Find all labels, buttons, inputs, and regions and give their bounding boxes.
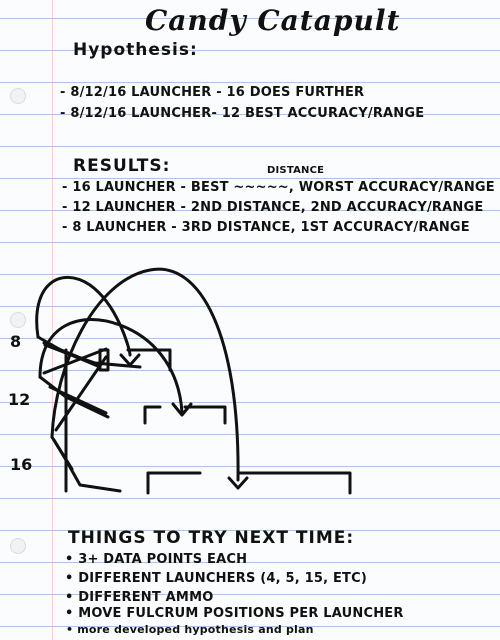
launcher-label-8: 8 — [10, 332, 21, 351]
ruled-line — [0, 274, 500, 275]
cross-line-3 — [54, 355, 108, 432]
ruled-line — [0, 370, 500, 371]
ruled-line — [0, 562, 500, 563]
next-time-item: • DIFFERENT LAUNCHERS (4, 5, 15, ETC) — [65, 571, 367, 586]
results-inserted-word: DISTANCE — [267, 165, 325, 176]
ruled-line — [0, 498, 500, 499]
results-heading: RESULTS: — [73, 156, 171, 176]
launcher-label-12: 12 — [8, 390, 30, 409]
next-time-item: • more developed hypothesis and plan — [66, 623, 314, 636]
page-title: Candy Catapult — [145, 4, 401, 37]
launcher-16-base — [50, 435, 122, 493]
arrow-16 — [227, 476, 249, 490]
ruled-line — [0, 114, 500, 115]
ruled-line — [0, 434, 500, 435]
punch-hole — [10, 538, 26, 554]
next-time-item: • MOVE FULCRUM POSITIONS PER LAUNCHER — [65, 606, 404, 621]
ruled-line — [0, 146, 500, 147]
margin-line — [52, 0, 53, 640]
next-time-item: • DIFFERENT AMMO — [65, 590, 214, 605]
ruled-line — [0, 82, 500, 83]
ruled-line — [0, 594, 500, 595]
arrow-12 — [171, 402, 193, 417]
cross-line-2 — [42, 347, 108, 375]
next-time-heading: THINGS TO TRY NEXT TIME: — [68, 528, 355, 548]
cross-line-1 — [42, 341, 100, 367]
ruled-line — [0, 210, 500, 211]
trajectory-16 — [50, 267, 240, 482]
target-12 — [143, 405, 227, 425]
punch-hole — [10, 88, 26, 104]
ruled-line — [0, 18, 500, 19]
trajectory-8 — [35, 275, 132, 357]
results-line: - 8 LAUNCHER - 3RD DISTANCE, 1ST ACCURAC… — [62, 220, 470, 235]
ruled-line — [0, 466, 500, 467]
hypothesis-line: - 8/12/16 LAUNCHER- 12 BEST ACCURACY/RAN… — [60, 106, 425, 121]
ruled-line — [0, 402, 500, 403]
ruled-line — [0, 306, 500, 307]
punch-hole — [10, 312, 26, 328]
hypothesis-line: - 8/12/16 LAUNCHER - 16 DOES FURTHER — [60, 85, 365, 100]
ruled-line — [0, 242, 500, 243]
launcher-label-16: 16 — [10, 455, 32, 474]
ruled-line — [0, 50, 500, 51]
ruled-line — [0, 530, 500, 531]
arrow-8 — [119, 353, 141, 367]
trajectory-12 — [38, 317, 184, 415]
results-line: - 16 LAUNCHER - BEST ~~~~~, WORST ACCURA… — [62, 180, 495, 195]
ruled-line — [0, 338, 500, 339]
target-16 — [146, 471, 352, 495]
launcher-16-arm — [52, 438, 74, 471]
results-line: - 12 LAUNCHER - 2ND DISTANCE, 2ND ACCURA… — [62, 200, 484, 215]
catapult-diagram: 8 12 16 — [8, 267, 352, 495]
ruled-line — [0, 178, 500, 179]
next-time-item: • 3+ DATA POINTS EACH — [65, 552, 248, 567]
hypothesis-heading: Hypothesis: — [73, 40, 198, 60]
ruled-line — [0, 626, 500, 627]
